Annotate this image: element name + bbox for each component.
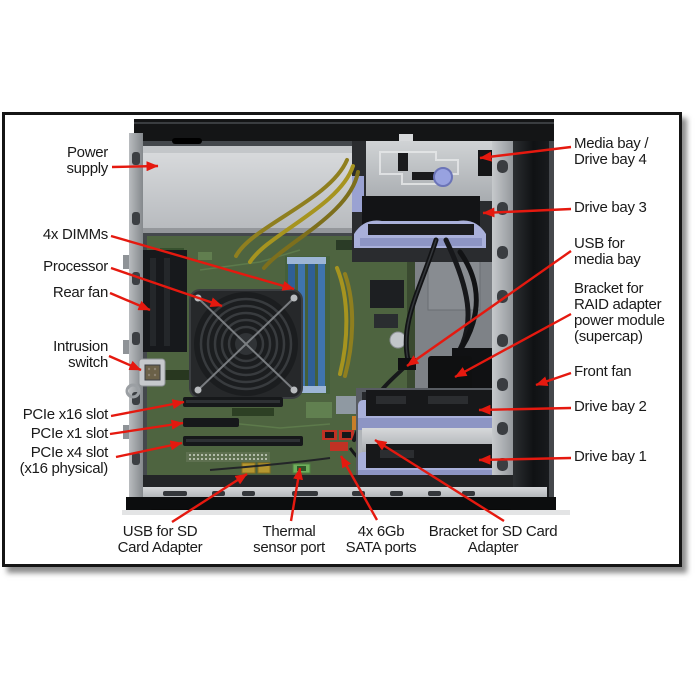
label-rear-fan: Rear fan	[52, 284, 108, 301]
arrow-pcie-x16	[110, 399, 185, 418]
label-front-fan: Front fan	[574, 363, 632, 380]
label-usb-sd: USB for SD Card Adapter	[117, 523, 203, 556]
chassis-base	[122, 475, 570, 515]
arrow-raid-supercap	[454, 312, 572, 379]
chipset-heatsink	[336, 396, 360, 414]
arrow-pcie-x4	[115, 440, 183, 459]
supercap-bracket	[428, 356, 472, 392]
usb-media-bay-connector	[398, 358, 416, 370]
label-drive-bay-2: Drive bay 2	[574, 398, 647, 415]
power-supply-unit	[143, 146, 353, 233]
drive-bay-3	[354, 196, 486, 248]
power-cables-yellow	[234, 158, 360, 378]
arrow-drive-bay-2	[478, 404, 572, 415]
rear-port-block	[370, 280, 404, 308]
label-pcie-x4: PCIe x4 slot (x16 physical)	[19, 444, 109, 477]
arrow-pcie-x1	[109, 419, 184, 436]
arrow-thermal-sensor	[289, 467, 304, 522]
arrow-front-fan	[535, 371, 572, 387]
arrow-sata-ports	[339, 455, 379, 521]
label-drive-bay-3: Drive bay 3	[574, 199, 647, 216]
label-pcie-x16: PCIe x16 slot	[22, 406, 109, 423]
arrow-drive-bay-3	[482, 207, 572, 218]
callout-arrows	[108, 145, 572, 524]
arrow-drive-bay-1	[478, 454, 572, 465]
label-intrusion-switch: Intrusion switch	[53, 338, 108, 371]
pcie-slots	[183, 397, 303, 462]
arrow-usb-sd	[171, 472, 248, 524]
arrow-media-bay	[479, 145, 572, 162]
cpu-heatsink-fan	[189, 289, 303, 399]
arrow-processor	[110, 266, 223, 308]
cmos-battery	[389, 331, 407, 349]
label-sata-ports: 4x 6Gb SATA ports	[345, 523, 417, 556]
label-power-supply: Power supply	[66, 144, 108, 177]
label-pcie-x1: PCIe x1 slot	[30, 425, 109, 442]
label-usb-media-bay: USB for media bay	[574, 235, 641, 268]
drive-bay-2	[358, 390, 504, 430]
thumbscrew	[433, 167, 453, 187]
front-inner-column	[492, 137, 513, 497]
arrow-power-supply	[111, 161, 159, 172]
label-dimms: 4x DIMMs	[42, 226, 108, 243]
arrow-intrusion-switch	[108, 354, 142, 372]
label-bracket-sd: Bracket for SD Card Adapter	[428, 523, 558, 556]
rear-fan	[143, 250, 187, 352]
arrow-bracket-sd	[374, 438, 505, 523]
thermal-sensor-port	[292, 463, 311, 474]
arrow-usb-media-bay	[406, 250, 572, 367]
arrow-rear-fan	[109, 291, 151, 312]
label-raid-supercap: Bracket for RAID adapter power module (s…	[574, 280, 665, 345]
label-thermal-sensor: Thermal sensor port	[253, 523, 325, 556]
label-media-bay: Media bay / Drive bay 4	[574, 135, 649, 168]
label-processor: Processor	[43, 258, 108, 275]
front-panel	[513, 126, 554, 510]
left-side-rail	[123, 133, 143, 499]
label-drive-bay-1: Drive bay 1	[574, 448, 647, 465]
intrusion-switch-part	[125, 358, 166, 399]
top-cover	[134, 119, 554, 144]
arrow-dimms	[110, 234, 295, 291]
chassis	[122, 119, 570, 515]
media-bay-cage	[352, 140, 494, 262]
